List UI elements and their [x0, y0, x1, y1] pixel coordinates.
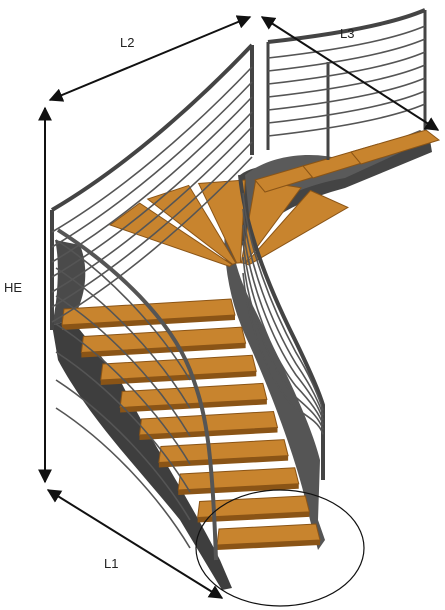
lower-infill-rail: [55, 295, 191, 437]
inner-infill-rail: [242, 224, 324, 421]
lower-tread-edge: [217, 540, 320, 550]
upper-left-infill-rail: [51, 111, 253, 278]
inner-infill-rail: [242, 256, 324, 430]
dimension-arrow-l3: [260, 16, 440, 131]
winder-tread: [197, 179, 246, 264]
dimension-arrow-l1: [46, 489, 224, 599]
inner-infill-rail: [242, 192, 324, 411]
lower-tread-edge: [120, 399, 267, 413]
upper-left-infill-rail: [51, 126, 253, 293]
lower-tread-edge: [197, 511, 310, 523]
lower-infill-rail: [55, 267, 191, 409]
label-l2: L2: [120, 35, 135, 50]
inner-handrail: [238, 174, 325, 480]
dimension-arrow-l2: [48, 15, 252, 102]
lower-tread-edge: [158, 455, 289, 468]
upper-left-infill-rail: [51, 96, 253, 263]
inner-infill-rail: [242, 240, 324, 426]
lower-tread: [158, 439, 289, 464]
inner-stringer: [224, 190, 325, 550]
lower-tread: [100, 354, 257, 381]
inner-infill-rail: [242, 272, 324, 435]
label-l3: L3: [340, 26, 355, 41]
lower-infill-rail: [55, 239, 191, 381]
lower-tread-edge: [81, 343, 246, 358]
upper-left-infill-rail: [51, 156, 253, 323]
lower-infill-rail: [55, 351, 191, 493]
lower-infill-rail: [55, 323, 191, 465]
upper-left-infill-rail: [51, 141, 253, 308]
label-l1: L1: [104, 556, 119, 571]
inner-infill-rail: [242, 208, 324, 416]
winder-tread: [244, 189, 349, 266]
upper-tread: [350, 129, 441, 165]
lower-tread-edge: [100, 371, 257, 385]
label-he: HE: [4, 280, 23, 295]
upper-left-infill-rail: [51, 81, 253, 248]
